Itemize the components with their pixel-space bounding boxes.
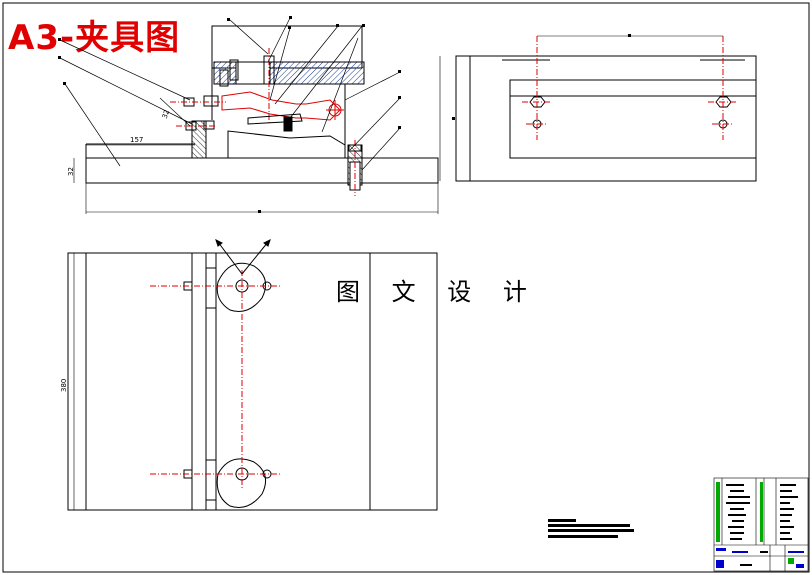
dim-380: 380 xyxy=(60,379,68,392)
top-outer-plate xyxy=(67,252,438,511)
clamp-lever xyxy=(247,113,303,125)
main-body xyxy=(227,130,346,158)
title-block-rows xyxy=(716,482,804,568)
clamp-plate-upper xyxy=(216,262,267,312)
technical-notes xyxy=(548,519,634,538)
base-plate xyxy=(85,157,439,184)
top-left-rail xyxy=(191,252,207,511)
top-view xyxy=(67,239,438,511)
clamp-plate-lower xyxy=(216,458,267,508)
watermark-text: 图 文 设 计 xyxy=(336,278,539,306)
side-outer xyxy=(455,55,757,182)
clamp-pad xyxy=(283,116,293,132)
drawing-title: A3-夹具图 xyxy=(8,18,181,58)
title-block xyxy=(713,477,809,572)
side-view xyxy=(439,34,757,182)
dim-32-base: 32 xyxy=(67,167,75,176)
dim-157: 157 xyxy=(130,136,143,144)
front-view xyxy=(58,16,439,214)
workpiece xyxy=(221,91,344,121)
dim-32-angle: 32 xyxy=(161,109,172,120)
side-inner-plate xyxy=(509,79,757,159)
